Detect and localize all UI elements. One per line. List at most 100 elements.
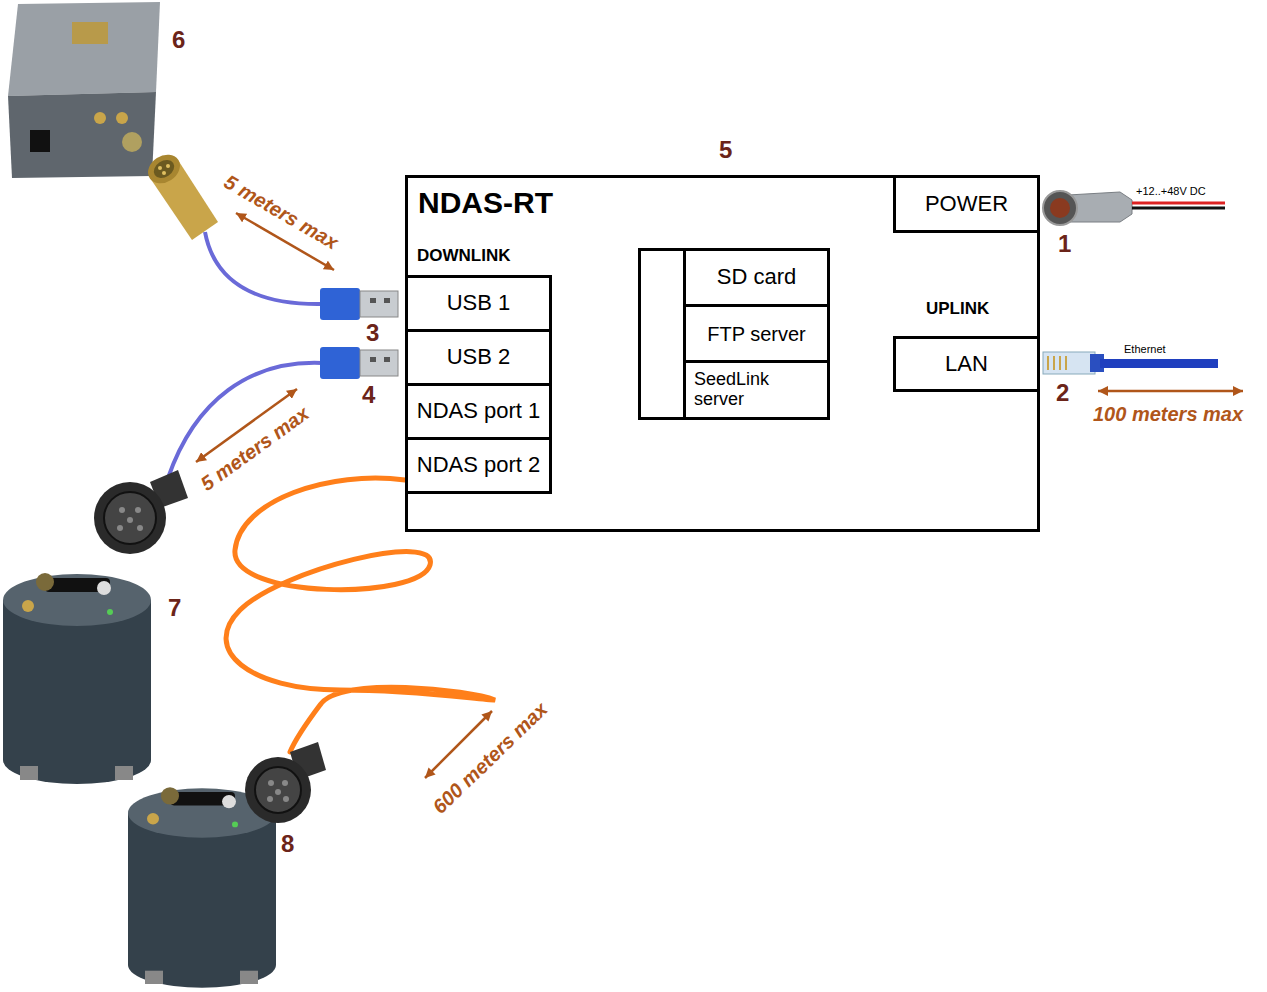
ethernet-cable (1043, 352, 1095, 374)
circular-connector (268, 780, 274, 786)
seismometer (222, 795, 236, 808)
node-label: SD card (717, 265, 796, 289)
circular-connector (127, 517, 133, 523)
usb-plug (320, 288, 398, 320)
gold-connector (150, 156, 177, 181)
distance-label: 600 meters max (429, 699, 551, 818)
usb-plug (370, 357, 376, 362)
seismometer (20, 766, 38, 780)
circular-connector (267, 796, 273, 802)
power-connector (1043, 191, 1077, 225)
seismometer (3, 573, 151, 784)
recorder-box (72, 22, 108, 44)
callout-number: 3 (366, 321, 379, 345)
circular-connector (135, 507, 141, 513)
seismometer (145, 971, 163, 984)
circular-connector (283, 796, 289, 802)
node-label: USB 1 (447, 291, 511, 315)
port-box: NDAS port 2 (405, 437, 552, 494)
usb-plug (320, 347, 398, 379)
usb-plug (360, 291, 398, 317)
gold-connector (166, 164, 170, 168)
circular-connector (104, 492, 156, 544)
storage-box: SD card (683, 248, 830, 307)
seismometer (161, 787, 179, 804)
usb-plug (384, 298, 390, 303)
section-heading: UPLINK (926, 300, 989, 319)
node-label: FTP server (707, 323, 806, 345)
port-box: USB 1 (405, 275, 552, 332)
lan-box: LAN (893, 336, 1040, 392)
usb-plug (320, 347, 360, 379)
recorder-box (8, 92, 156, 178)
node-label: NDAS port 2 (417, 453, 541, 477)
usb-cable (205, 232, 322, 304)
recorder-box (8, 2, 160, 96)
seismometer (22, 600, 34, 612)
ethernet-cable (1059, 356, 1061, 370)
circular-connector (94, 482, 166, 554)
ethernet-cable (1043, 352, 1218, 374)
server-block: SD cardFTP serverSeedLink server (638, 248, 830, 420)
recorder-box (8, 2, 160, 178)
cable-label: Ethernet (1124, 343, 1166, 356)
device-housing: POWER USB 1 USB 2 NDAS port 1 NDAS port 2 SD … (405, 175, 1040, 532)
callout-number: 1 (1058, 232, 1071, 256)
distance-label: 100 meters max (1093, 404, 1243, 424)
ethernet-cable (1100, 359, 1218, 368)
usb-plug (320, 288, 360, 320)
seismometer (36, 573, 54, 591)
usb-plug (384, 357, 390, 362)
recorder-box (30, 130, 50, 152)
server-box: SeedLink server (683, 360, 830, 420)
circular-connector (255, 767, 301, 813)
node-label: LAN (945, 352, 988, 376)
seismometer (128, 787, 276, 987)
gold-connector (143, 149, 218, 240)
seismometer (147, 813, 159, 824)
callout-number: 2 (1056, 381, 1069, 405)
callout-number: 8 (281, 832, 294, 856)
seismometer (3, 600, 151, 784)
circular-connector (275, 789, 281, 795)
seismometer (115, 766, 133, 780)
seismometer (128, 813, 276, 988)
recorder-box (94, 112, 106, 124)
callout-number: 7 (168, 596, 181, 620)
ethernet-cable (1047, 356, 1049, 370)
callout-number: 4 (362, 383, 375, 407)
gold-connector (143, 149, 186, 189)
gold-connector (162, 171, 166, 175)
gold-connector (158, 166, 162, 170)
recorder-box (116, 112, 128, 124)
power-connector (1132, 202, 1225, 205)
port-box: USB 2 (405, 329, 552, 386)
seismometer (107, 609, 113, 615)
node-label: POWER (925, 192, 1008, 216)
circular-connector (137, 525, 143, 531)
power-connector (1132, 207, 1225, 210)
circular-connector (282, 780, 288, 786)
ethernet-cable (1065, 356, 1067, 370)
usb-plug (370, 298, 376, 303)
circular-connector (119, 507, 125, 513)
server-box: FTP server (683, 304, 830, 363)
seismometer (232, 822, 238, 828)
circular-connector (117, 525, 123, 531)
circular-connector (245, 742, 326, 823)
power-box: POWER (893, 175, 1040, 233)
circular-connector (94, 470, 188, 554)
power-connector (1050, 198, 1070, 218)
seismometer (240, 971, 258, 984)
node-label: NDAS-RT (418, 186, 553, 219)
node-label: USB 2 (447, 345, 511, 369)
node-label: SeedLink server (694, 370, 794, 410)
usb-plug (360, 350, 398, 376)
node-label: NDAS port 1 (417, 399, 541, 423)
circular-connector (245, 757, 311, 823)
port-box: NDAS port 1 (405, 383, 552, 440)
callout-number: 6 (172, 28, 185, 52)
seismometer (97, 581, 111, 595)
recorder-box (122, 132, 142, 152)
callout-number: 5 (719, 138, 732, 162)
